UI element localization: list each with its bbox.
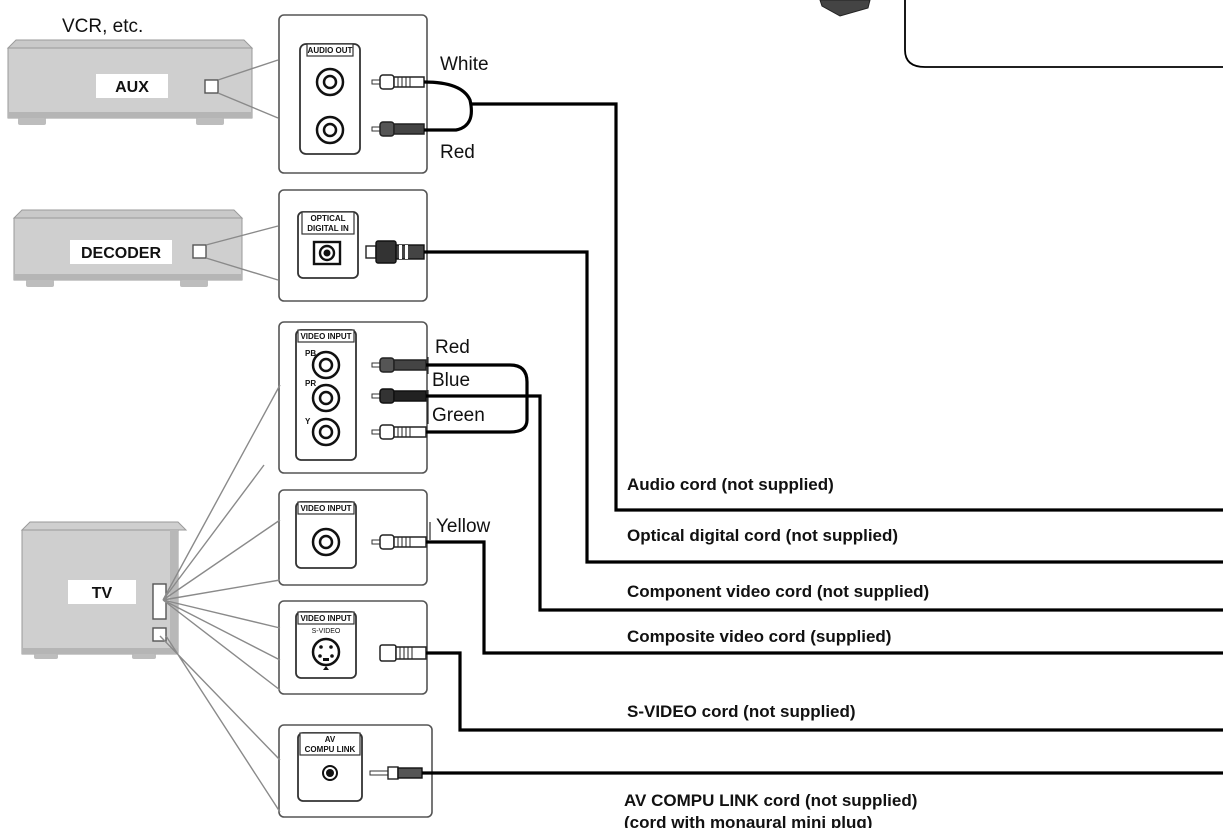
optical-tag-2: DIGITAL IN bbox=[307, 224, 349, 233]
composite-cord-line bbox=[426, 540, 1223, 655]
av-cord-sublabel: (cord with monaural mini plug) bbox=[624, 813, 872, 828]
tv-callouts bbox=[159, 384, 281, 813]
optical-plug-icon bbox=[365, 240, 425, 264]
svideo-plug-icon bbox=[379, 644, 427, 662]
tv-device: TV bbox=[20, 521, 188, 659]
yellow-label: Yellow bbox=[436, 516, 491, 537]
decoder-label: DECODER bbox=[81, 245, 161, 262]
composite-tag: VIDEO INPUT bbox=[300, 504, 351, 513]
main-unit-partial bbox=[819, 0, 1223, 68]
audio-cord-line bbox=[472, 102, 1223, 512]
vcr-caption: VCR, etc. bbox=[62, 16, 143, 37]
component-jack-icons bbox=[311, 350, 341, 447]
av-cord-label: AV COMPU LINK cord (not supplied) bbox=[624, 791, 917, 810]
optical-tag-1: OPTICAL bbox=[310, 214, 345, 223]
tv-av-jack-icon bbox=[152, 627, 167, 642]
audio-out-jack-icon bbox=[315, 67, 345, 145]
component-cord-label: Component video cord (not supplied) bbox=[627, 582, 929, 601]
svideo-jack-icon bbox=[311, 637, 341, 670]
av-compu-link-panel: AV COMPU LINK bbox=[278, 724, 433, 818]
decoder-device: DECODER bbox=[12, 209, 244, 287]
aux-callout bbox=[217, 59, 279, 119]
decoder-callout bbox=[205, 225, 279, 281]
blue-label: Blue bbox=[432, 370, 470, 391]
pr-tag: PR bbox=[305, 379, 316, 388]
green-label: Green bbox=[432, 405, 485, 426]
aux-label-box bbox=[96, 74, 168, 98]
svideo-cord-label: S-VIDEO cord (not supplied) bbox=[627, 702, 856, 721]
component-tag: VIDEO INPUT bbox=[300, 332, 351, 341]
decoder-jack-icon bbox=[192, 244, 207, 259]
component-cord-line bbox=[426, 394, 1223, 612]
optical-cord-line bbox=[424, 250, 1223, 564]
av-tag-1: AV bbox=[325, 735, 336, 744]
aux-jack-icon bbox=[204, 79, 219, 94]
audio-cord-label: Audio cord (not supplied) bbox=[627, 475, 834, 494]
tv-label: TV bbox=[92, 585, 113, 602]
audio-y-cable bbox=[423, 80, 473, 132]
av-tag-2: COMPU LINK bbox=[305, 745, 356, 754]
svideo-subtag: S-VIDEO bbox=[312, 628, 341, 635]
red-video-label: Red bbox=[435, 337, 470, 358]
aux-label: AUX bbox=[115, 79, 149, 96]
component-loop-cable bbox=[426, 363, 529, 434]
optical-panel: OPTICAL DIGITAL IN bbox=[278, 189, 428, 302]
composite-panel: VIDEO INPUT bbox=[278, 489, 428, 586]
svideo-tag: VIDEO INPUT bbox=[300, 614, 351, 623]
optical-jack-icon bbox=[312, 240, 342, 266]
svideo-cord-line bbox=[426, 651, 1223, 732]
aux-device: AUX bbox=[6, 39, 254, 125]
component-plugs-icon bbox=[371, 357, 427, 440]
rca-plug-white-icon bbox=[371, 74, 425, 90]
audio-out-tag: AUDIO OUT bbox=[308, 46, 353, 55]
y-tag: Y bbox=[305, 417, 311, 426]
red-audio-label: Red bbox=[440, 142, 475, 163]
composite-plug-icon bbox=[371, 534, 427, 550]
rca-plug-red-icon bbox=[371, 121, 425, 137]
optical-cord-label: Optical digital cord (not supplied) bbox=[627, 526, 898, 545]
decoder-label-box bbox=[70, 240, 172, 264]
white-label: White bbox=[440, 54, 489, 75]
mini-jack-icon bbox=[322, 765, 338, 781]
audio-out-panel: AUDIO OUT bbox=[278, 14, 428, 174]
svideo-panel: VIDEO INPUT S-VIDEO bbox=[278, 600, 428, 695]
composite-cord-label: Composite video cord (supplied) bbox=[627, 627, 891, 646]
composite-jack-icon bbox=[311, 527, 341, 557]
tv-label-box bbox=[68, 580, 136, 604]
pb-tag: PB bbox=[305, 349, 316, 358]
